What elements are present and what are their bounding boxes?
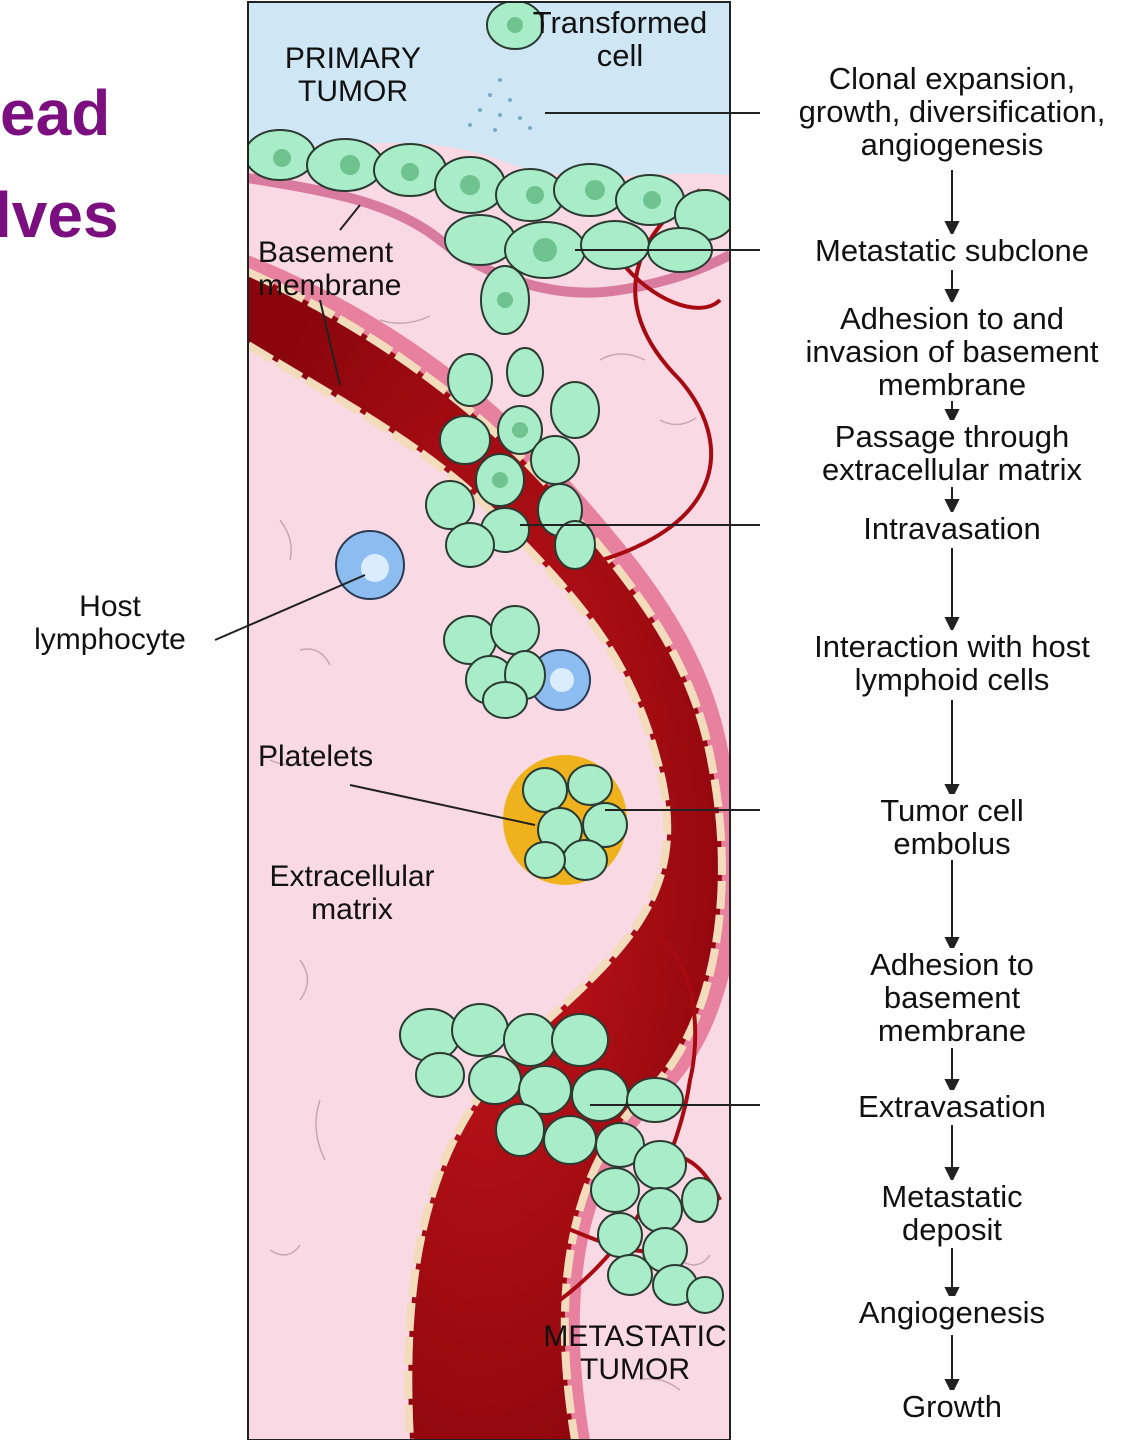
primary-tumor-label: PRIMARY TUMOR <box>258 42 448 108</box>
step-passage-ecm: Passage through extracellular matrix <box>760 420 1144 486</box>
step-host-interaction: Interaction with host lymphoid cells <box>760 630 1144 696</box>
host-lymphocyte-label: Host lymphocyte <box>10 590 210 656</box>
step-metastatic-subclone: Metastatic subclone <box>760 234 1144 267</box>
step-growth: Growth <box>760 1390 1144 1423</box>
extracellular-matrix-label: Extracellular matrix <box>252 860 452 926</box>
metastasis-steps: Clonal expansion, growth, diversificatio… <box>760 0 1144 1440</box>
step-tumor-embolus: Tumor cell embolus <box>760 794 1144 860</box>
basement-membrane-label: Basement membrane <box>258 236 448 302</box>
tumor-embolus <box>503 755 627 885</box>
transformed-cell-label: Transformed cell <box>520 6 720 72</box>
step-adhesion-membrane: Adhesion to basement membrane <box>760 948 1144 1047</box>
step-angiogenesis: Angiogenesis <box>760 1296 1144 1329</box>
step-intravasation: Intravasation <box>760 512 1144 545</box>
metastatic-tumor-label: METASTATIC TUMOR <box>525 1320 745 1386</box>
step-extravasation: Extravasation <box>760 1090 1144 1123</box>
platelets-label: Platelets <box>258 740 418 773</box>
step-adhesion-invasion: Adhesion to and invasion of basement mem… <box>760 302 1144 401</box>
step-clonal-expansion: Clonal expansion, growth, diversificatio… <box>760 62 1144 161</box>
step-metastatic-deposit: Metastatic deposit <box>760 1180 1144 1246</box>
